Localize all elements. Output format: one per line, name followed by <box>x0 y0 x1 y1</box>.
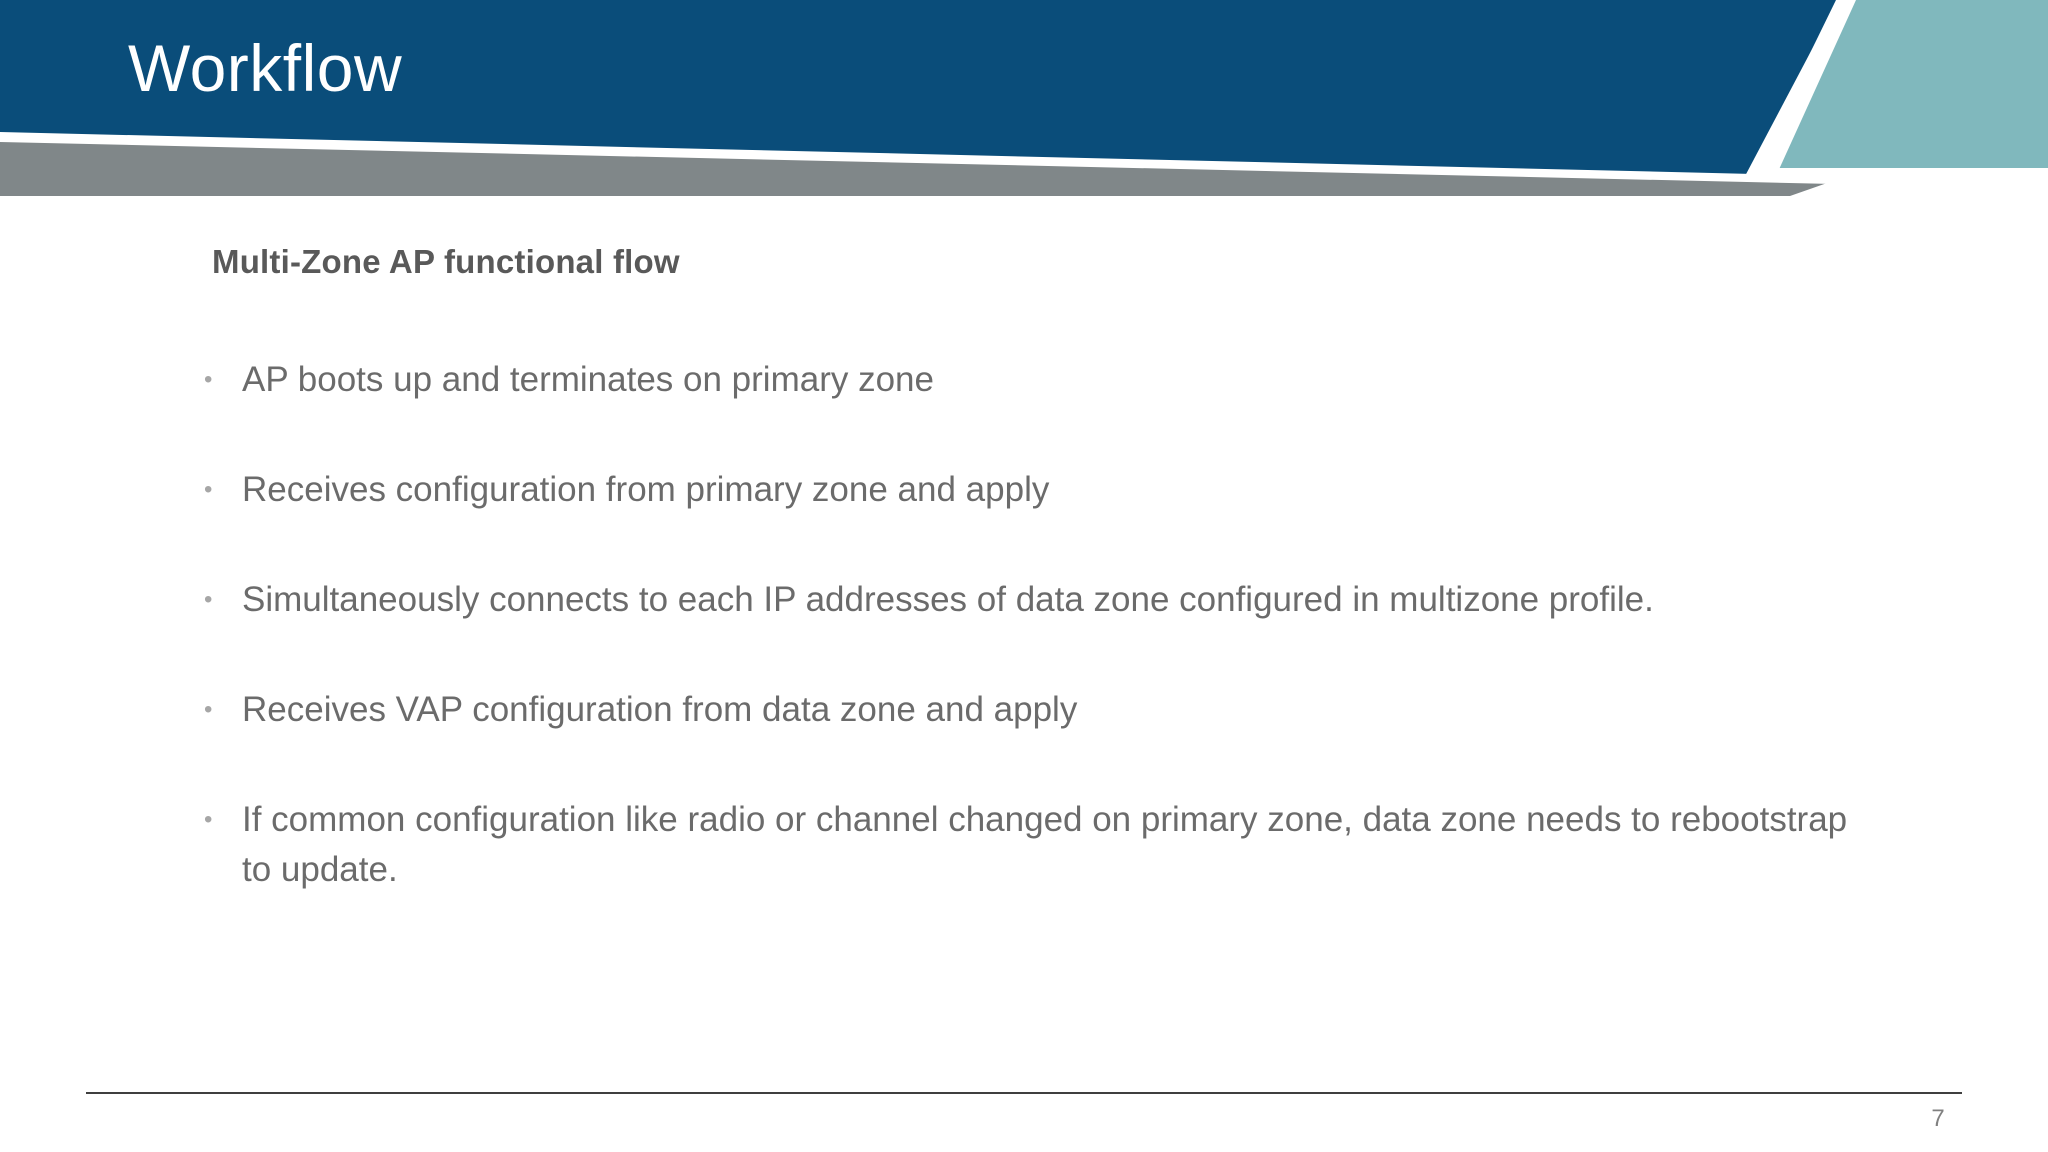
bullet-marker-icon: • <box>204 696 213 723</box>
white-sliver-polygon <box>0 132 1838 184</box>
list-item: • AP boots up and terminates on primary … <box>196 353 1936 407</box>
list-item-text: Simultaneously connects to each IP addre… <box>242 580 1654 619</box>
bullet-marker-icon: • <box>204 586 213 613</box>
list-item-text: Receives VAP configuration from data zon… <box>242 690 1078 729</box>
page-title: Workflow <box>128 31 403 105</box>
list-item-text: If common configuration like radio or ch… <box>242 800 1848 889</box>
list-item: • Receives VAP configuration from data z… <box>196 683 1936 737</box>
header-decoration <box>0 0 2048 215</box>
slide-body: Multi-Zone AP functional flow • AP boots… <box>0 215 2048 1152</box>
list-item: • If common configuration like radio or … <box>196 793 1936 895</box>
white-diagonal-slash <box>1750 0 1856 176</box>
bullet-marker-icon: • <box>204 476 213 503</box>
list-item-text: Receives configuration from primary zone… <box>242 470 1050 509</box>
bullet-marker-icon: • <box>204 366 213 393</box>
header-shapes-svg <box>0 0 2048 196</box>
body-heading: Multi-Zone AP functional flow <box>212 243 680 280</box>
list-item: • Simultaneously connects to each IP add… <box>196 573 1936 627</box>
bullet-marker-icon: • <box>204 806 213 833</box>
list-item: • Receives configuration from primary zo… <box>196 463 1936 517</box>
gray-wedge-polygon <box>0 140 1830 196</box>
page-number: 7 <box>1931 1105 1945 1132</box>
footer-divider <box>86 1092 1962 1094</box>
list-item-text: AP boots up and terminates on primary zo… <box>242 360 934 399</box>
bullet-list: • AP boots up and terminates on primary … <box>196 353 1936 895</box>
